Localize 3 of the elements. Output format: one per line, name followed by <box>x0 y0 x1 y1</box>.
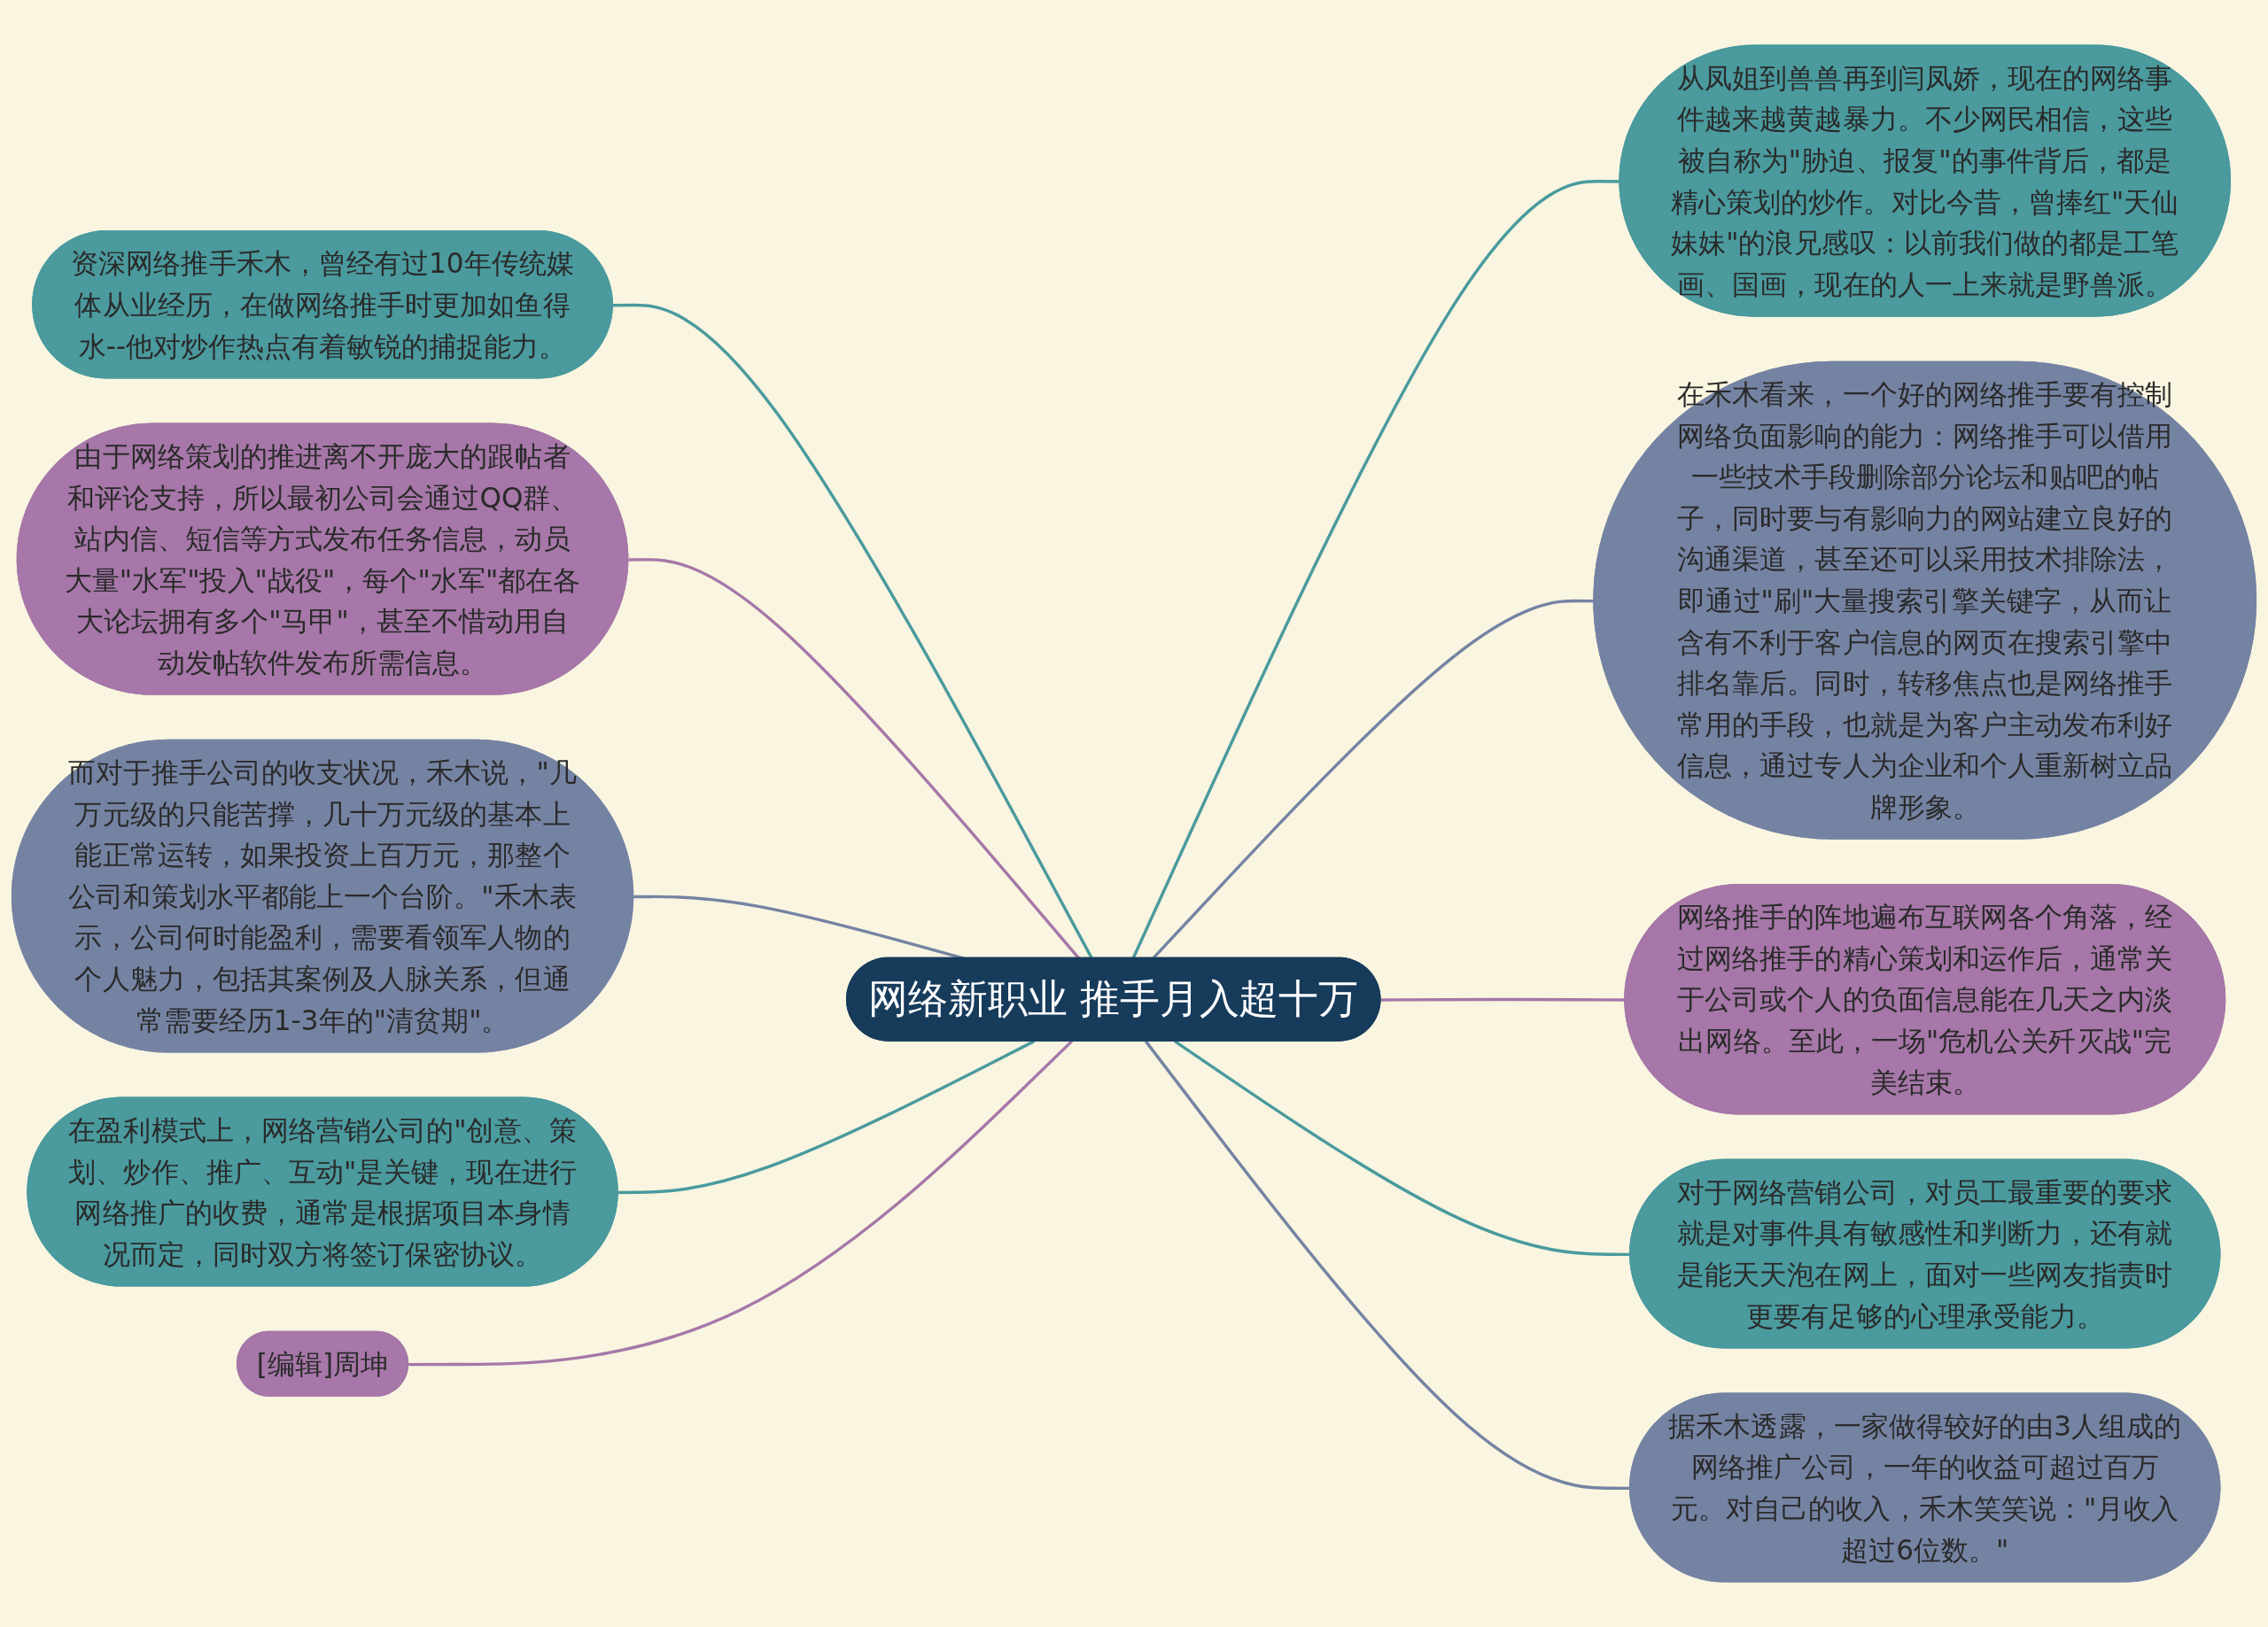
connector <box>408 1040 1074 1367</box>
connector <box>617 1040 1036 1195</box>
connector <box>1380 997 1626 1002</box>
